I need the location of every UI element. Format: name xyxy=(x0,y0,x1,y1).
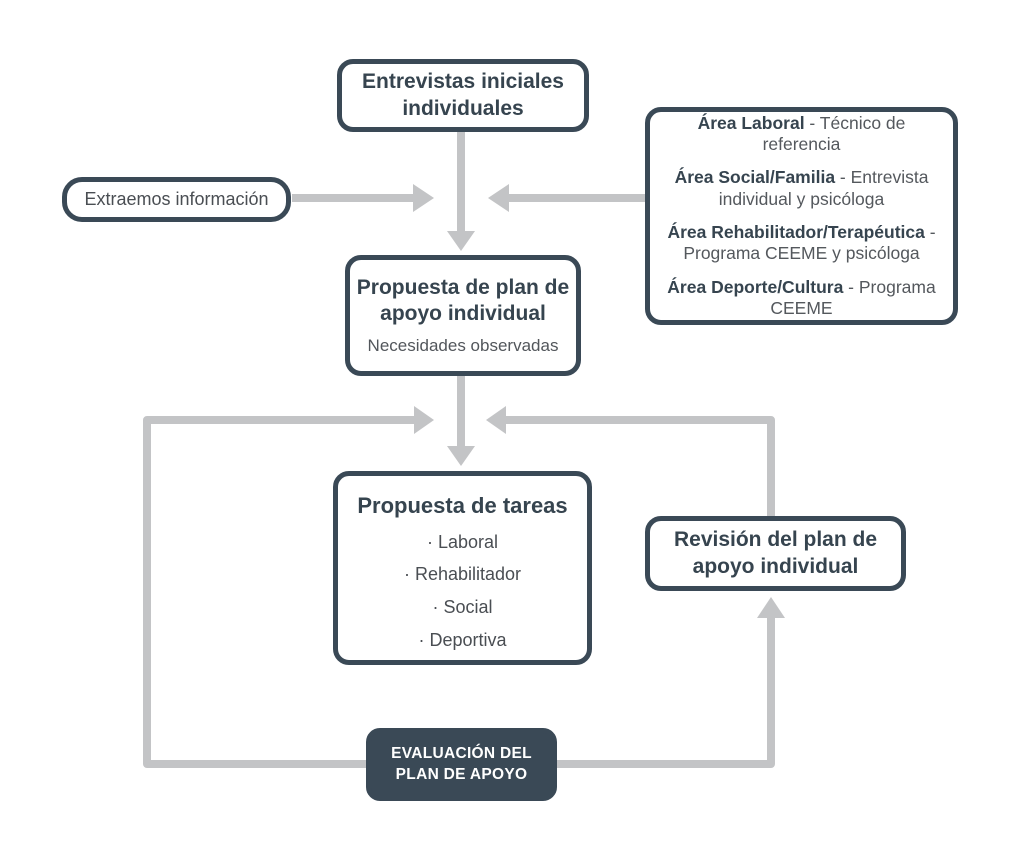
arrowhead-down-tareas xyxy=(447,446,475,466)
task-item-social: · Social xyxy=(432,597,493,618)
area-laboral-rest: - Técnico de referencia xyxy=(762,112,906,154)
arrowhead-up-revision xyxy=(757,597,785,618)
area-rehabilitador-rest: - Programa CEEME y psicóloga xyxy=(683,222,936,264)
extraemos-label: Extraemos información xyxy=(84,189,269,209)
propuesta-tareas-title: Propuesta de tareas xyxy=(357,493,568,518)
node-revision-plan: Revisión del plan de apoyo individual xyxy=(645,516,906,591)
node-propuesta-tareas: Propuesta de tareas · Laboral · Rehabili… xyxy=(333,471,592,665)
area-social-line: Área Social/Familia - Entrevista individ… xyxy=(662,167,941,210)
arrowhead-left-top xyxy=(488,184,509,212)
arrowhead-right-top xyxy=(413,184,434,212)
area-deporte-bold: Área Deporte/Cultura xyxy=(667,276,844,297)
task-item-laboral: · Laboral xyxy=(426,531,499,552)
arrow-revision-to-junction xyxy=(506,416,775,516)
arrowhead-right-mid xyxy=(414,406,434,434)
evaluacion-title: EVALUACIÓN DEL PLAN DE APOYO xyxy=(391,744,532,783)
node-evaluacion-plan: EVALUACIÓN DEL PLAN DE APOYO xyxy=(366,728,557,801)
area-deporte-rest: - Programa CEEME xyxy=(770,276,936,319)
propuesta-plan-title: Propuesta de plan de apoyo individual xyxy=(356,275,570,325)
node-areas-info: Área Laboral - Técnico de referencia Áre… xyxy=(645,107,958,325)
area-rehabilitador-bold: Área Rehabilitador/Terapéutica xyxy=(667,222,925,242)
task-item-deportiva: · Deportiva xyxy=(418,629,507,650)
area-social-rest: - Entrevista individual y psicóloga xyxy=(718,167,929,209)
arrow-evaluacion-loop xyxy=(143,416,775,768)
area-deporte-line: Área Deporte/Cultura - Programa CEEME xyxy=(662,277,941,320)
task-item-rehabilitador: · Rehabilitador xyxy=(403,564,522,585)
entrevistas-title: Entrevistas iniciales individuales xyxy=(362,70,564,120)
node-extraemos-informacion: Extraemos información xyxy=(62,177,291,222)
area-social-bold: Área Social/Familia xyxy=(674,167,836,188)
area-laboral-line: Área Laboral - Técnico de referencia xyxy=(662,113,941,156)
node-entrevistas-iniciales: Entrevistas iniciales individuales xyxy=(337,59,589,132)
propuesta-plan-subtitle: Necesidades observadas xyxy=(367,336,559,356)
area-rehabilitador-line: Área Rehabilitador/Terapéutica - Program… xyxy=(662,222,941,265)
area-laboral-bold: Área Laboral xyxy=(697,112,805,133)
arrowhead-down-plan xyxy=(447,231,475,251)
arrowhead-left-mid xyxy=(486,406,506,434)
node-propuesta-plan: Propuesta de plan de apoyo individual Ne… xyxy=(345,255,581,376)
revision-title: Revisión del plan de apoyo individual xyxy=(673,528,878,578)
